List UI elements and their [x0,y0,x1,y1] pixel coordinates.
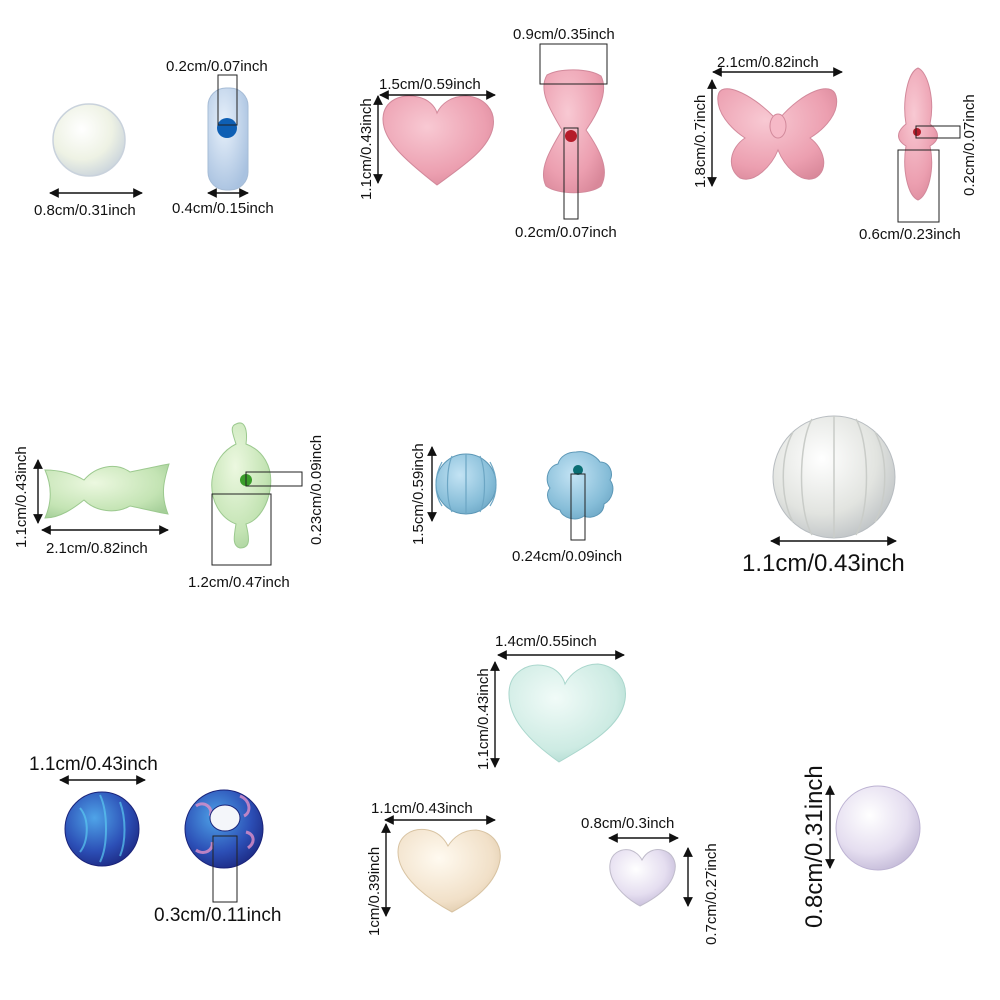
mint-heart-height-label: 1.1cm/0.43inch [475,668,492,770]
round-flat-white-bead: 0.8cm/0.31inch [34,103,143,219]
pink-bow-width-label: 0.9cm/0.35inch [513,26,615,43]
round-flat-hole-label: 0.2cm/0.07inch [166,58,268,75]
pink-butterfly-side-bead: 0.2cm/0.07inch 0.6cm/0.23inch [859,67,978,243]
pink-heart-width-label: 1.5cm/0.59inch [379,76,481,93]
round-flat-white-bead-side: 0.2cm/0.07inch 0.4cm/0.15inch [166,58,274,217]
small-heart-width-label: 0.8cm/0.3inch [581,815,674,832]
candy-height-label: 1.1cm/0.43inch [13,446,30,548]
butterfly-width-label: 2.1cm/0.82inch [717,54,819,71]
pink-heart-height-label: 1.1cm/0.43inch [358,98,375,200]
white-pumpkin-width-label: 1.1cm/0.43inch [742,550,905,577]
cream-heart-width-label: 1.1cm/0.43inch [371,800,473,817]
cream-heart-bead: 1.1cm/0.43inch 1cm/0.39inch [366,800,501,936]
blue-floral-round-side-bead: 0.3cm/0.11inch [154,789,281,926]
butterfly-height-label: 1.8cm/0.7inch [692,95,709,188]
candy-side-hole-label: 0.23cm/0.09inch [308,435,325,545]
green-candy-bead: 1.1cm/0.43inch 2.1cm/0.82inch [13,446,170,557]
floral-round-hole-label: 0.3cm/0.11inch [154,905,281,926]
cream-heart-height-label: 1cm/0.39inch [366,847,383,936]
pink-bow-side-bead: 0.9cm/0.35inch 0.2cm/0.07inch [513,26,617,241]
butterfly-side-hole-label: 0.2cm/0.07inch [961,94,978,196]
blue-pumpkin-side-bead: 0.24cm/0.09inch [512,451,622,565]
candy-width-label: 2.1cm/0.82inch [46,540,148,557]
blue-pumpkin-bead: 1.5cm/0.59inch [410,443,497,545]
butterfly-side-thickness-label: 0.6cm/0.23inch [859,226,961,243]
blue-floral-round-bead: 1.1cm/0.43inch [29,754,158,867]
white-pumpkin-bead: 1.1cm/0.43inch [742,415,905,577]
round-flat-thickness-label: 0.4cm/0.15inch [172,200,274,217]
pink-heart-bead: 1.5cm/0.59inch 1.1cm/0.43inch [358,76,496,200]
mint-heart-width-label: 1.4cm/0.55inch [495,633,597,650]
green-candy-side-bead: 0.23cm/0.09inch 1.2cm/0.47inch [188,422,325,591]
pink-bow-hole-label: 0.2cm/0.07inch [515,224,617,241]
floral-round-width-label: 1.1cm/0.43inch [29,754,158,775]
mint-heart-bead: 1.4cm/0.55inch 1.1cm/0.43inch [475,633,626,770]
blue-pumpkin-hole-label: 0.24cm/0.09inch [512,548,622,565]
candy-side-thickness-label: 1.2cm/0.47inch [188,574,290,591]
round-flat-width-label: 0.8cm/0.31inch [34,202,136,219]
lavender-round-bead: 0.8cm/0.31inch [801,765,921,928]
small-heart-height-label: 0.7cm/0.27inch [703,843,720,945]
lavender-round-width-label: 0.8cm/0.31inch [801,765,828,928]
pink-butterfly-bead: 2.1cm/0.82inch 1.8cm/0.7inch [692,54,843,188]
small-heart-bead: 0.8cm/0.3inch 0.7cm/0.27inch [581,815,720,945]
blue-pumpkin-height-label: 1.5cm/0.59inch [410,443,427,545]
